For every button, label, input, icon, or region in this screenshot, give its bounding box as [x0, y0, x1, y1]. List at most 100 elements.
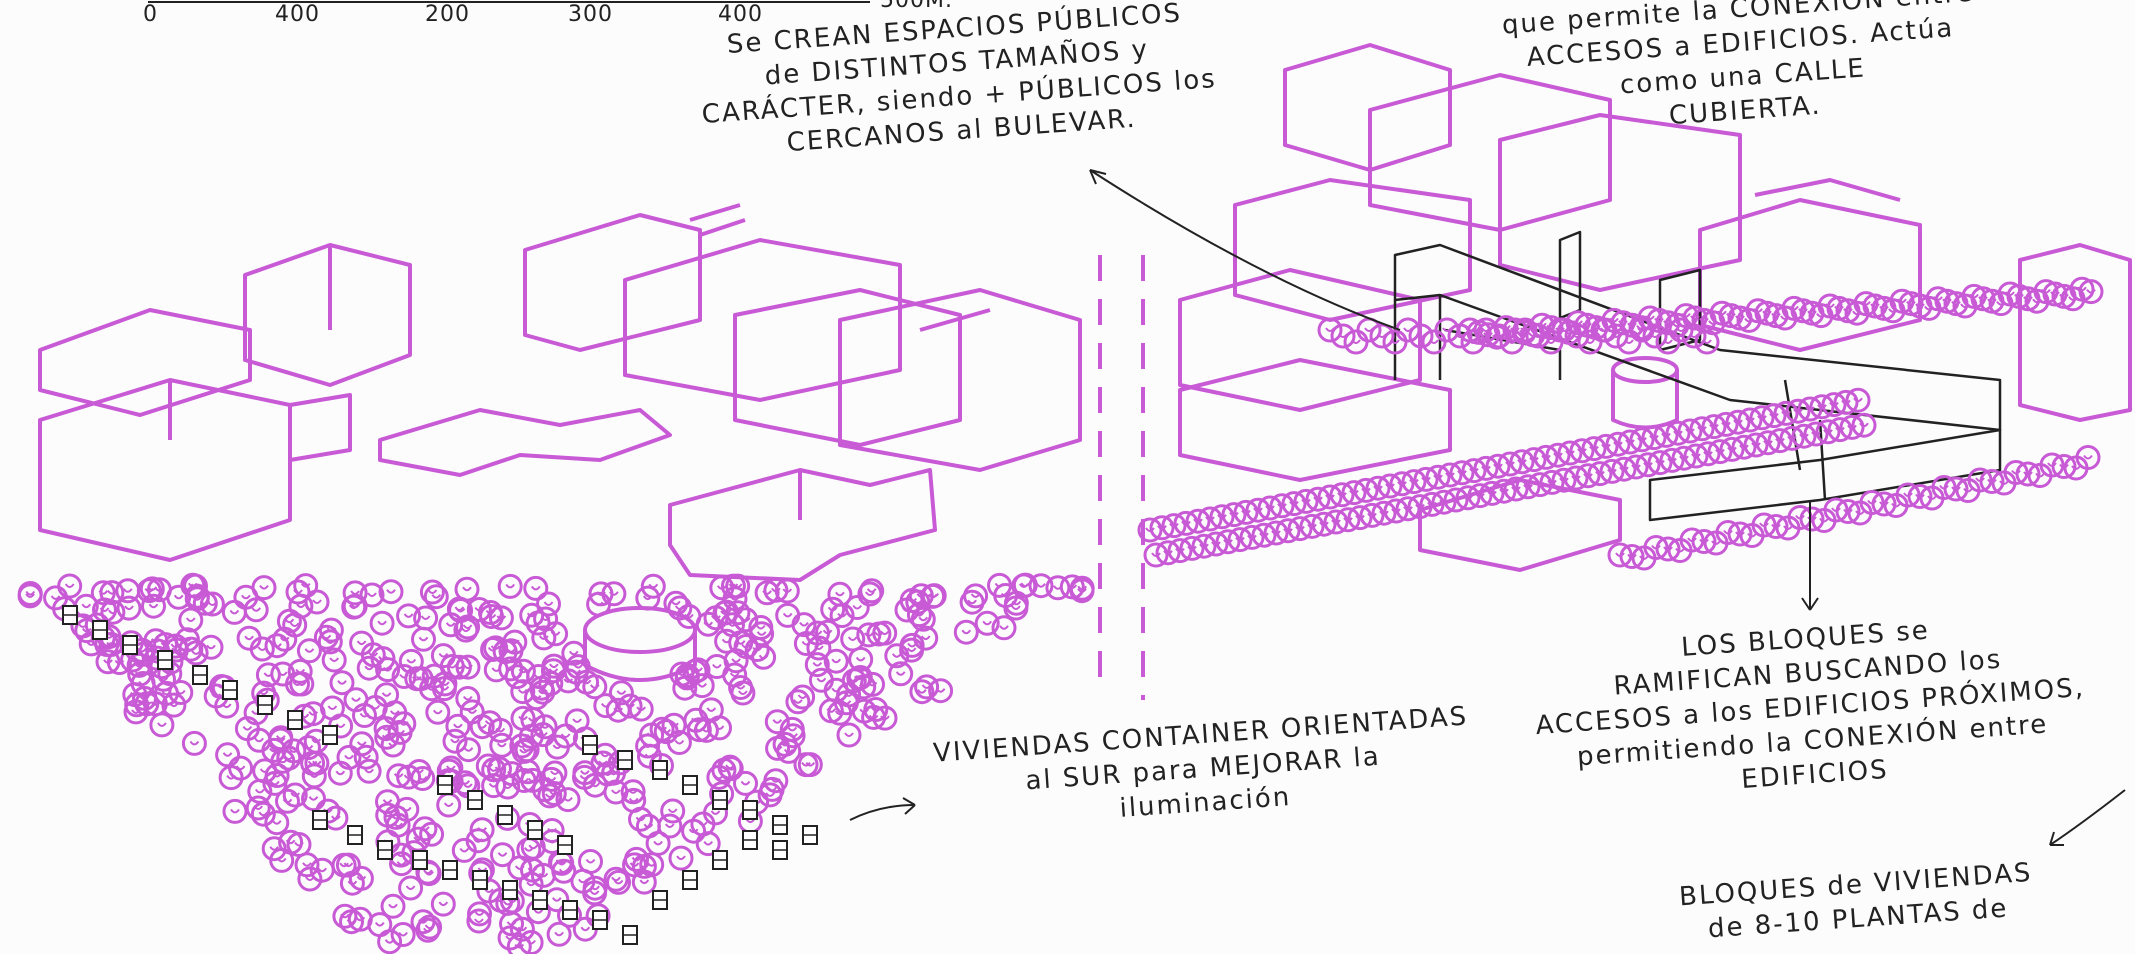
tree-icon [301, 763, 327, 789]
container-unit [157, 650, 173, 670]
tree-icon [410, 909, 436, 935]
container-unit [652, 760, 668, 780]
container-unit [502, 880, 518, 900]
tree-icon [836, 722, 862, 748]
tree-icon [455, 686, 481, 711]
container-unit [442, 860, 458, 880]
container-unit [437, 775, 453, 795]
tree-icon [342, 593, 368, 619]
panel-divider [1098, 255, 1145, 700]
container-unit [62, 605, 78, 625]
tree-icon [1343, 329, 1369, 355]
tree-icon [564, 708, 590, 734]
container-unit [802, 825, 818, 845]
tree-icon [57, 573, 83, 599]
container-unit [772, 840, 788, 860]
tree-icon [628, 806, 653, 832]
tree-icon [221, 599, 247, 625]
tree-icon [436, 792, 462, 818]
tree-icon [840, 626, 866, 652]
container-unit [222, 680, 238, 700]
scale-tick-500: 500M. [880, 0, 953, 13]
container-unit [652, 890, 668, 910]
tree-icon [411, 626, 436, 652]
tree-icon [953, 619, 979, 645]
tree-icon [245, 795, 271, 821]
tree-icon [546, 921, 572, 947]
tree-icon [1668, 317, 1694, 343]
container-unit [377, 840, 393, 860]
tree-icon [578, 849, 603, 874]
container-unit [712, 850, 728, 870]
scale-tick-0: 0 [143, 2, 158, 27]
container-unit [742, 830, 758, 850]
tree-icon [377, 929, 403, 954]
container-unit [682, 775, 698, 795]
container-unit [412, 850, 428, 870]
tree-icon [419, 579, 445, 605]
tree-icon [722, 662, 748, 688]
tree-icon [1369, 323, 1395, 349]
tree-icon [332, 903, 358, 929]
tree-icon [430, 891, 456, 917]
container-unit [527, 820, 543, 840]
scale-tick-200: 200 [425, 2, 470, 27]
container-unit [617, 750, 633, 770]
tree-icon [293, 573, 319, 599]
tree-icon [398, 875, 424, 901]
tree-icon [914, 674, 940, 700]
container-unit [92, 620, 108, 640]
container-unit [287, 710, 303, 730]
tree-icon [519, 602, 545, 628]
container-unit [742, 800, 758, 820]
tree-icon [149, 712, 175, 738]
tree-icon [785, 689, 811, 715]
tree-icon [1421, 329, 1447, 355]
tree-icon [323, 805, 349, 831]
tree-icon [215, 742, 241, 768]
container-unit [532, 890, 548, 910]
container-unit [497, 805, 513, 825]
tree-icon [1330, 323, 1356, 349]
container-unit [312, 810, 328, 830]
tree-icon [1851, 412, 1877, 438]
container-unit [557, 835, 573, 855]
container-unit [592, 910, 608, 930]
scale-tick-300: 300 [568, 2, 613, 27]
scale-tick-400: 400 [718, 2, 763, 27]
container-unit [772, 815, 788, 835]
leader-arrows [849, 169, 2126, 846]
tree-icon [523, 575, 549, 601]
tree-icon [419, 821, 445, 847]
left-buildings [38, 203, 1082, 682]
tree-icon [329, 670, 355, 696]
covered-street-blocks [1393, 230, 2002, 522]
tree-icon [963, 583, 989, 609]
tree-icon [1395, 317, 1421, 343]
tree-icon [751, 644, 777, 670]
tree-icon [1045, 575, 1071, 601]
container-unit [622, 925, 638, 945]
tree-icon [601, 581, 627, 607]
tree-icon [181, 730, 207, 756]
tree-icon [425, 699, 451, 725]
container-unit [712, 790, 728, 810]
tree-icon [660, 798, 686, 824]
tree-icon [168, 680, 194, 705]
tree-icon [657, 813, 683, 839]
container-unit [467, 790, 483, 810]
tree-icon [1845, 387, 1871, 413]
container-unit [582, 735, 598, 755]
tree-icon [542, 760, 568, 786]
container-unit [122, 635, 138, 655]
tree-icon [663, 590, 689, 616]
tree-icon [1317, 317, 1343, 343]
container-unit [192, 665, 208, 685]
tree-icon [790, 684, 816, 710]
left-park-trees [17, 572, 1095, 954]
tree-icon [497, 573, 523, 599]
tree-icon [774, 578, 800, 604]
tree-icon [668, 845, 694, 871]
scale-tick-100: 400 [275, 2, 320, 27]
